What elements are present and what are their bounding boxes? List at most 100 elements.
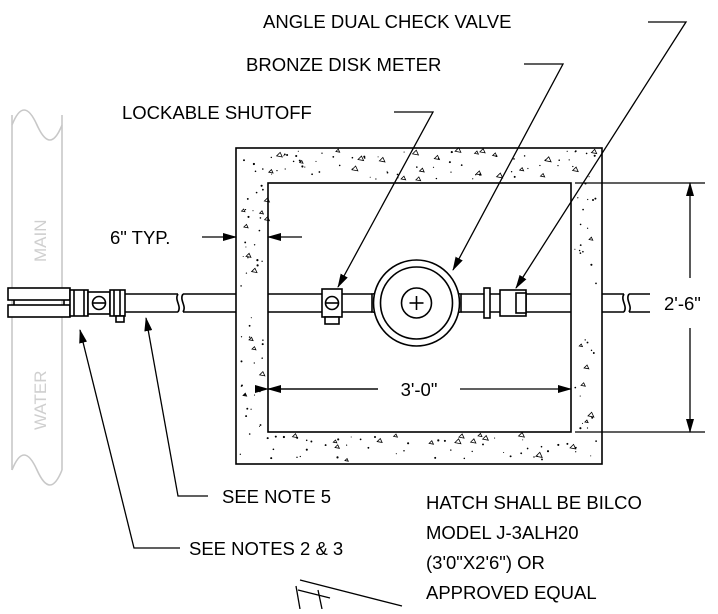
concrete-dot	[301, 165, 304, 168]
concrete-aggregate	[454, 438, 462, 445]
concrete-dot	[261, 343, 264, 346]
concrete-aggregate	[544, 156, 552, 163]
concrete-dot	[448, 161, 451, 164]
concrete-aggregate	[250, 267, 258, 274]
concrete-dot	[443, 439, 446, 442]
see-note-5-label: SEE NOTE 5	[222, 486, 331, 507]
concrete-dot	[258, 425, 261, 427]
concrete-dot	[292, 160, 295, 163]
concrete-aggregate	[275, 151, 283, 158]
concrete-dot	[310, 440, 313, 443]
concrete-dot	[283, 153, 286, 156]
concrete-aggregate	[376, 437, 383, 444]
concrete-dot	[591, 198, 595, 202]
concrete-aggregate	[481, 434, 489, 441]
concrete-dot	[582, 250, 584, 253]
dimension-height	[575, 182, 705, 433]
hatch-note-line-4: APPROVED EQUAL	[426, 582, 597, 603]
concrete-aggregate	[590, 148, 598, 155]
concrete-dot	[595, 282, 597, 285]
concrete-dot	[579, 244, 582, 247]
concrete-dot	[261, 168, 264, 170]
corporation-stop	[7, 287, 126, 323]
concrete-aggregate	[578, 343, 584, 348]
concrete-aggregate	[475, 170, 482, 176]
concrete-dot	[336, 456, 339, 459]
concrete-aggregate	[251, 345, 257, 351]
concrete-dot	[591, 416, 594, 419]
concrete-dot	[246, 407, 249, 410]
concrete-dot	[262, 339, 264, 341]
concrete-dot	[260, 184, 263, 187]
concrete-dot	[568, 159, 570, 161]
concrete-aggregate	[583, 364, 590, 370]
concrete-dot	[245, 415, 248, 418]
concrete-dot	[250, 317, 252, 319]
concrete-aggregate	[584, 419, 589, 424]
water-main-label-main: MAIN	[31, 220, 50, 263]
concrete-dot	[363, 155, 366, 158]
concrete-dot	[513, 175, 516, 178]
concrete-dot	[239, 453, 241, 455]
concrete-dot	[256, 264, 259, 267]
concrete-aggregate	[400, 175, 407, 181]
concrete-dot	[299, 455, 301, 458]
concrete-aggregate	[418, 167, 425, 173]
hatch-note-line-2: MODEL J-3ALH20	[426, 522, 579, 543]
concrete-dot	[527, 167, 529, 170]
concrete-dot	[321, 152, 323, 154]
concrete-dot	[546, 450, 550, 453]
concrete-dot	[332, 155, 335, 158]
concrete-aggregate	[517, 431, 526, 438]
concrete-dot	[540, 445, 543, 448]
concrete-aggregate	[469, 438, 477, 444]
concrete-dot	[526, 447, 529, 450]
concrete-dot	[533, 456, 535, 458]
concrete-aggregate	[458, 433, 465, 439]
concrete-aggregate	[392, 433, 399, 438]
concrete-aggregate	[240, 208, 246, 213]
concrete-dot	[578, 249, 581, 252]
concrete-dot	[346, 444, 348, 446]
concrete-dot	[572, 165, 574, 168]
concrete-aggregate	[291, 433, 298, 439]
concrete-dot	[416, 166, 418, 168]
concrete-dot	[248, 433, 251, 435]
concrete-dot	[284, 168, 286, 170]
concrete-aggregate	[411, 149, 420, 156]
concrete-dot	[363, 157, 366, 159]
concrete-dot	[250, 408, 252, 410]
concrete-dot	[286, 153, 289, 157]
concrete-dot	[350, 436, 352, 438]
concrete-dot	[337, 438, 340, 441]
concrete-dot	[248, 336, 251, 338]
concrete-dot	[403, 151, 405, 153]
concrete-dot	[450, 151, 453, 154]
concrete-dot	[566, 150, 568, 152]
concrete-dot	[274, 435, 277, 438]
concrete-aggregate	[495, 172, 504, 179]
service-pipe	[125, 293, 650, 313]
concrete-dot	[587, 198, 589, 201]
concrete-dot	[577, 197, 579, 199]
concrete-dot	[276, 169, 278, 172]
concrete-dot	[482, 443, 484, 446]
concrete-dot	[247, 257, 249, 259]
concrete-dot	[253, 362, 255, 364]
concrete-dot	[283, 155, 285, 157]
concrete-dot	[351, 156, 354, 159]
concrete-dot	[595, 440, 597, 442]
concrete-dot	[256, 259, 259, 262]
concrete-dot	[253, 244, 256, 246]
concrete-aggregate	[588, 236, 594, 241]
concrete-dot	[557, 164, 559, 167]
concrete-aggregate	[242, 392, 248, 397]
concrete-aggregate	[263, 216, 271, 222]
concrete-dot	[590, 263, 593, 266]
concrete-dot	[245, 272, 248, 274]
concrete-dot	[592, 352, 595, 354]
concrete-dot	[298, 159, 301, 162]
concrete-aggregate	[580, 382, 586, 387]
concrete-dot	[450, 449, 452, 451]
